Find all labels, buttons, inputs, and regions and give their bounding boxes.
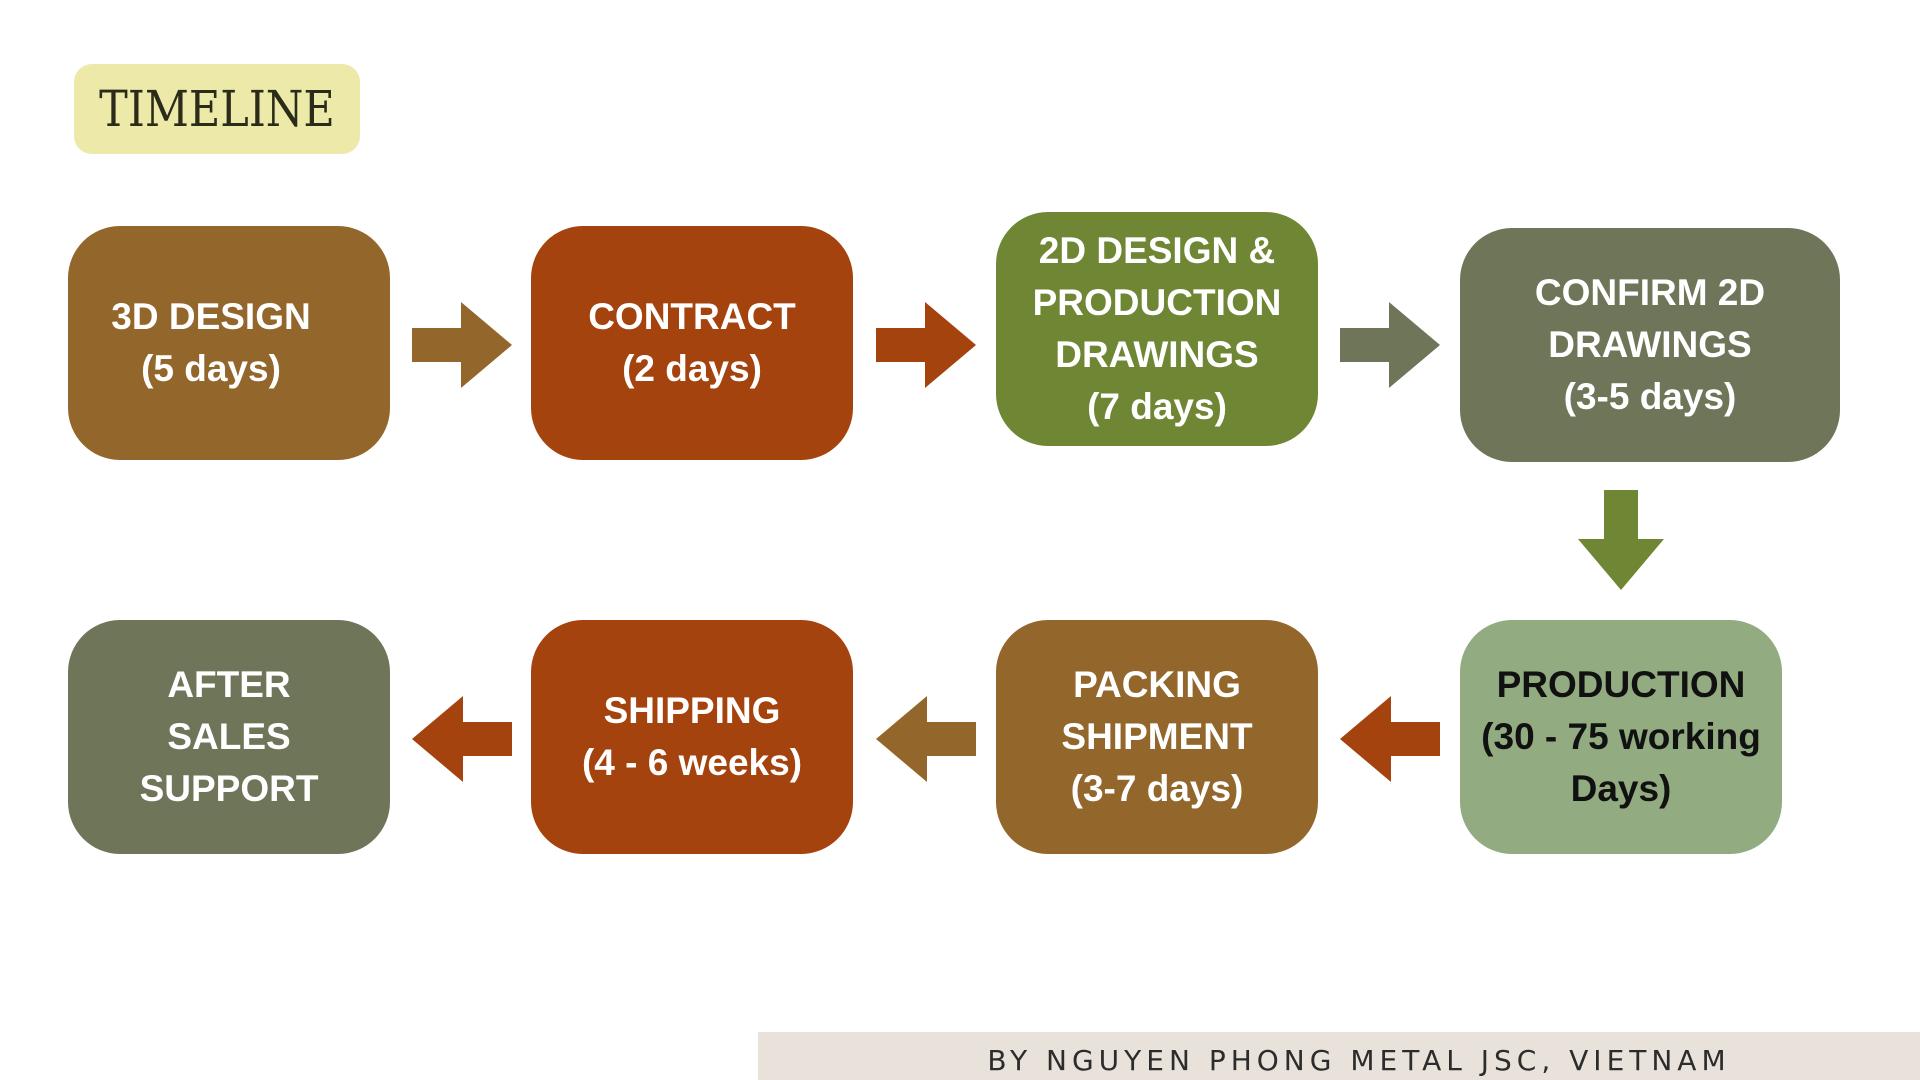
step-label: 2D DESIGN & PRODUCTION DRAWINGS (7 days) <box>1032 230 1282 427</box>
title-text: TIMELINE <box>99 80 335 138</box>
step-shipping: SHIPPING (4 - 6 weeks) <box>531 620 853 854</box>
step-label: 3D DESIGN (5 days) <box>111 296 311 389</box>
arrow-right-icon <box>1340 302 1440 388</box>
step-label: CONFIRM 2D DRAWINGS (3-5 days) <box>1534 272 1766 417</box>
step-label: CONTRACT (2 days) <box>588 296 796 389</box>
step-2d-design-production-drawings: 2D DESIGN & PRODUCTION DRAWINGS (7 days) <box>996 212 1318 446</box>
step-label: AFTER SALES SUPPORT <box>139 664 319 809</box>
step-label: PRODUCTION (30 - 75 working Days) <box>1481 664 1761 809</box>
step-production: PRODUCTION (30 - 75 working Days) <box>1460 620 1782 854</box>
step-3d-design: 3D DESIGN (5 days) <box>68 226 390 460</box>
arrow-down-icon <box>1578 490 1664 590</box>
step-label: PACKING SHIPMENT (3-7 days) <box>1061 664 1253 809</box>
step-label: SHIPPING (4 - 6 weeks) <box>581 690 803 783</box>
step-packing-shipment: PACKING SHIPMENT (3-7 days) <box>996 620 1318 854</box>
arrow-left-icon <box>876 696 976 782</box>
footer-text: BY NGUYEN PHONG METAL JSC, VIETNAM <box>987 1043 1731 1077</box>
arrow-left-icon <box>412 696 512 782</box>
arrow-left-icon <box>1340 696 1440 782</box>
footer-credit: BY NGUYEN PHONG METAL JSC, VIETNAM <box>758 1032 1920 1080</box>
step-contract: CONTRACT (2 days) <box>531 226 853 460</box>
arrow-right-icon <box>412 302 512 388</box>
step-confirm-2d-drawings: CONFIRM 2D DRAWINGS (3-5 days) <box>1460 228 1840 462</box>
title-badge: TIMELINE <box>74 64 360 154</box>
step-after-sales-support: AFTER SALES SUPPORT <box>68 620 390 854</box>
arrow-right-icon <box>876 302 976 388</box>
